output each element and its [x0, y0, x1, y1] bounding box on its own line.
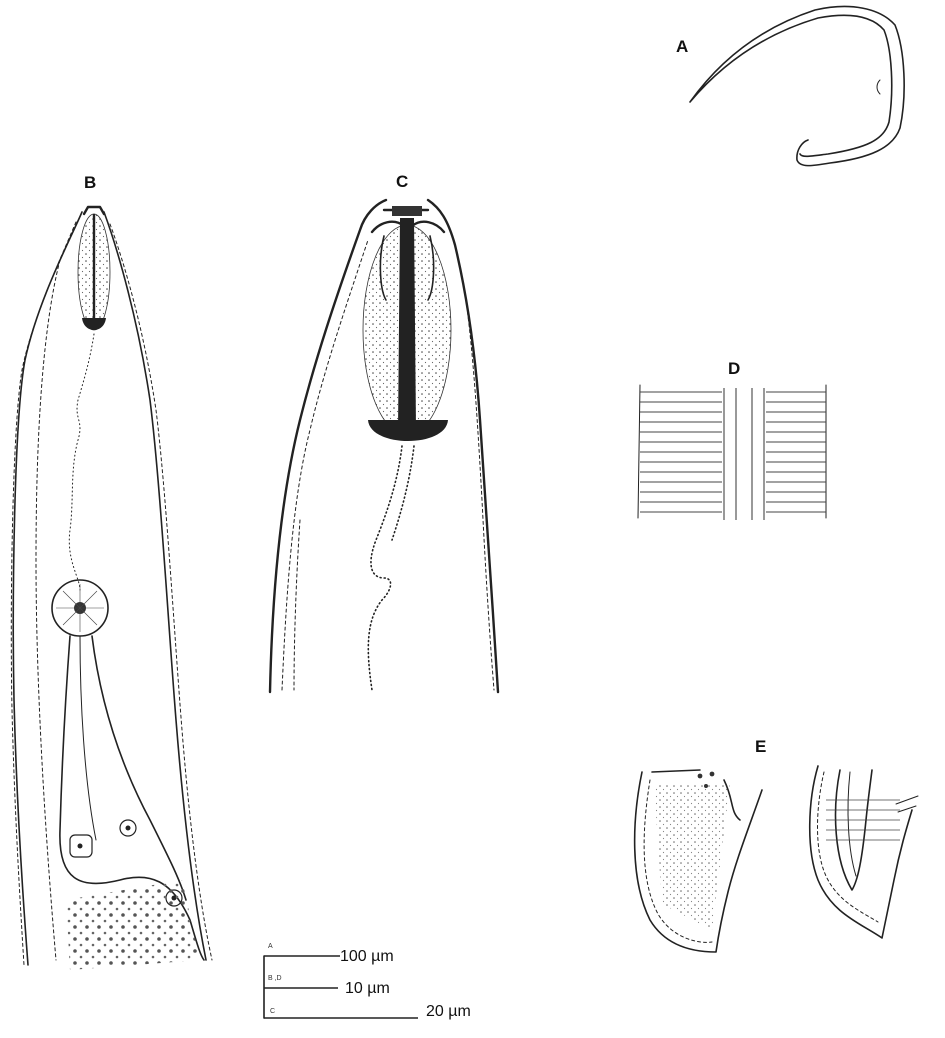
- intestine-granules: [66, 880, 200, 970]
- tail-left-stipple: [654, 784, 730, 930]
- scale-bar-c-value: 20 µm: [426, 1003, 471, 1020]
- scale-bar-a-value: 100 µm: [340, 948, 394, 965]
- tail-left-inner: [643, 779, 713, 943]
- panel-c-label: C: [396, 172, 408, 191]
- body-annulation-left: [10, 221, 77, 966]
- tail-right-annules: [826, 799, 900, 841]
- scale-bar-bd-value: 10 µm: [345, 980, 390, 997]
- tail-right-outline: [808, 765, 913, 939]
- panel-c: C: [268, 172, 500, 694]
- anterior-body-outline: [12, 211, 207, 966]
- scale-bar-a-key: A: [268, 943, 273, 950]
- lateral-field-line: [35, 259, 61, 961]
- tail-left-phasmid: [697, 771, 715, 788]
- head-lateral-line: [293, 519, 301, 691]
- stylet-guide-right: [427, 235, 435, 301]
- median-bulb-radial-lines: [56, 584, 104, 632]
- lateral-incisures: [723, 388, 765, 520]
- annule-lines: [640, 391, 826, 513]
- stylet-knobs-enlarged: [368, 420, 448, 441]
- scale-bar-c-key: C: [270, 1008, 275, 1015]
- cuticle-outline-left: [637, 384, 641, 519]
- lip-region: [82, 205, 106, 216]
- panel-d: D: [637, 359, 827, 520]
- panel-b-label: B: [84, 173, 96, 192]
- scale-bar-bd-key: B ,D: [268, 975, 282, 982]
- tail-right-cloaca: [895, 795, 919, 813]
- head-body-outline: [268, 198, 500, 694]
- tail-left-anus: [723, 779, 741, 821]
- tail-right-inner: [817, 771, 879, 923]
- panel-a: A: [676, 5, 905, 167]
- vulva-mark: [876, 79, 881, 95]
- panel-b: B: [10, 173, 213, 970]
- intestine-lumen: [79, 635, 97, 841]
- tail-right-gubernaculum: [847, 771, 857, 877]
- stylet-knobs: [82, 318, 106, 330]
- stylet-shaft: [398, 218, 416, 430]
- panel-e: E: [633, 737, 919, 953]
- labial-plate: [392, 206, 422, 216]
- panel-a-label: A: [676, 37, 688, 56]
- nematode-habitus-outline: [689, 5, 905, 167]
- panel-e-label: E: [755, 737, 766, 756]
- oesophagus-lumen: [367, 445, 415, 691]
- oesophagus: [68, 333, 95, 591]
- head-annulation-left: [281, 239, 369, 691]
- stylet-guide-left: [379, 235, 387, 301]
- tail-right-spicule: [834, 769, 873, 891]
- body-annulation-right: [109, 223, 213, 961]
- scale-bars: A 100 µm B ,D 10 µm C 20 µm: [263, 943, 471, 1020]
- head-annulation-right: [465, 299, 495, 691]
- panel-d-label: D: [728, 359, 740, 378]
- tail-left-outline: [633, 769, 763, 953]
